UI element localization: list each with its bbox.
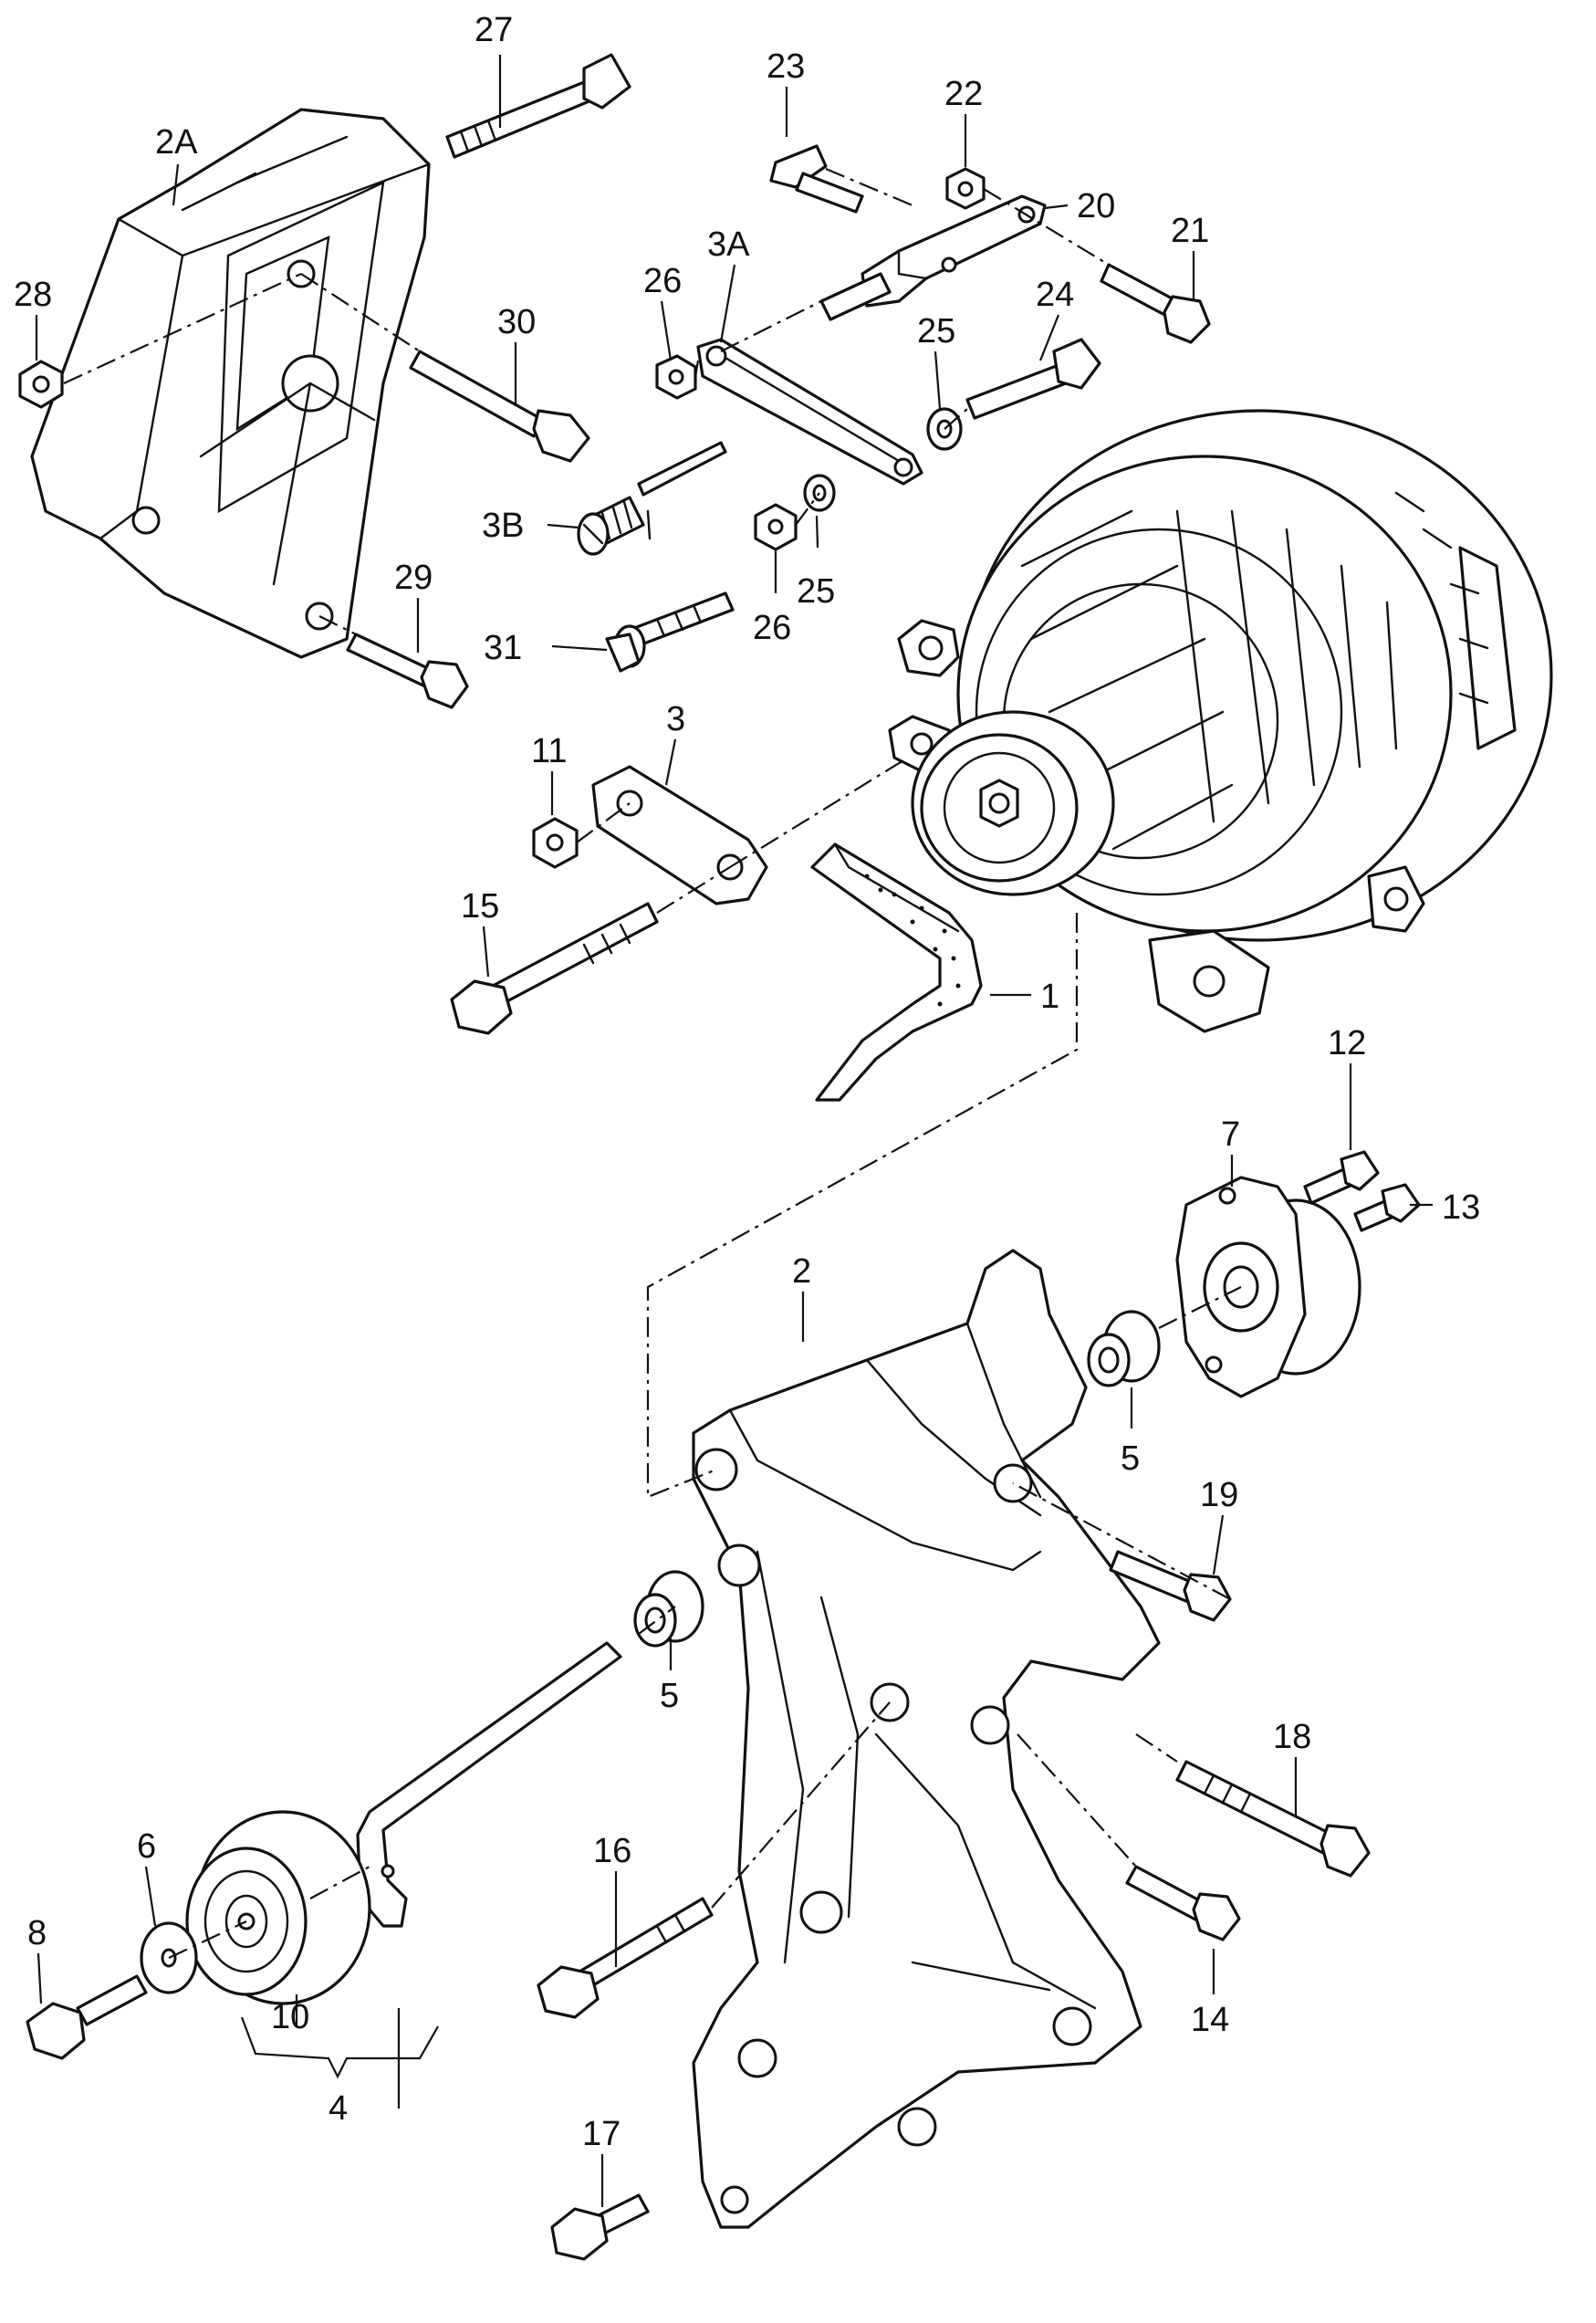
callout-4: 4: [329, 2089, 348, 2128]
callout-21: 21: [1171, 212, 1209, 250]
bracket-2: [692, 1249, 1161, 2229]
bolt-8: [26, 1974, 148, 2060]
bolt-24: [965, 338, 1101, 420]
nut-28: [18, 360, 64, 409]
bolt-23: [769, 144, 864, 214]
v-belt-1: [810, 842, 983, 1102]
adjuster-3b: [577, 441, 727, 556]
bolt-14: [1125, 1865, 1241, 1941]
callout-6: 6: [137, 1827, 156, 1866]
alternator: [888, 409, 1553, 1033]
callout-15: 15: [461, 887, 499, 926]
leader-lines: [35, 55, 1433, 2207]
strap-3a: [696, 338, 923, 486]
bolt-27: [445, 53, 631, 159]
callout-12: 12: [1328, 1024, 1366, 1062]
callout-25-upper: 25: [917, 312, 955, 351]
bolt-12: [1303, 1150, 1380, 1205]
tensioner-pulley-7: [1175, 1176, 1361, 1398]
callout-14: 14: [1191, 2001, 1229, 2039]
callout-28: 28: [14, 276, 52, 314]
bolt-13: [1353, 1183, 1421, 1232]
bracket-2a: [30, 108, 431, 659]
callout-26-lower: 26: [753, 609, 791, 647]
bolt-30: [409, 350, 590, 463]
callout-16: 16: [593, 1832, 631, 1870]
callout-30: 30: [497, 303, 536, 341]
idler-arm: [356, 1641, 622, 1928]
callout-3a: 3A: [707, 225, 750, 264]
callout-20: 20: [1077, 187, 1115, 225]
callout-24: 24: [1036, 276, 1074, 314]
callout-2a: 2A: [155, 123, 198, 162]
idler-pulley-10: [185, 1810, 371, 2005]
callout-29: 29: [394, 559, 433, 597]
callout-18: 18: [1273, 1718, 1311, 1756]
spacer-5-left: [633, 1570, 704, 1648]
bolt-29: [346, 633, 469, 709]
callout-5-left: 5: [660, 1677, 679, 1715]
callout-8: 8: [27, 1914, 47, 1952]
callout-11: 11: [531, 732, 567, 770]
callout-31: 31: [484, 629, 522, 667]
callout-2: 2: [792, 1252, 811, 1291]
callout-10: 10: [271, 1998, 309, 2036]
screw-31: [605, 591, 735, 673]
plate-3: [591, 765, 768, 905]
spacer-5-right: [1087, 1310, 1161, 1387]
nut-26-upper: [655, 354, 697, 400]
callout-22: 22: [944, 75, 983, 113]
bolt-17: [550, 2193, 650, 2261]
stud-3a: [819, 272, 892, 321]
bolt-15: [450, 902, 659, 1035]
callout-17: 17: [582, 2115, 621, 2153]
callout-1: 1: [1040, 978, 1059, 1016]
assembly-lines: [63, 167, 1242, 1959]
bolt-18: [1175, 1760, 1371, 1878]
bolt-19: [1109, 1550, 1232, 1622]
callout-5-right: 5: [1121, 1439, 1140, 1478]
callout-13: 13: [1442, 1188, 1480, 1227]
callout-23: 23: [767, 47, 805, 86]
callout-19: 19: [1200, 1476, 1238, 1514]
callout-27: 27: [475, 11, 513, 49]
bolt-21: [1100, 263, 1211, 344]
callout-26-upper: 26: [643, 262, 682, 300]
callout-labels: 27 2A 28 30 29 23 22 20 21 3A 26 24 25 3…: [14, 11, 1480, 2153]
nut-22: [945, 167, 986, 210]
callout-25-lower: 25: [797, 572, 835, 611]
bolt-16: [537, 1897, 714, 2019]
callout-7: 7: [1221, 1115, 1240, 1154]
nut-11: [532, 817, 579, 869]
callout-3: 3: [666, 700, 685, 738]
nut-26-lower: [754, 503, 798, 551]
callout-3b: 3B: [482, 507, 524, 545]
